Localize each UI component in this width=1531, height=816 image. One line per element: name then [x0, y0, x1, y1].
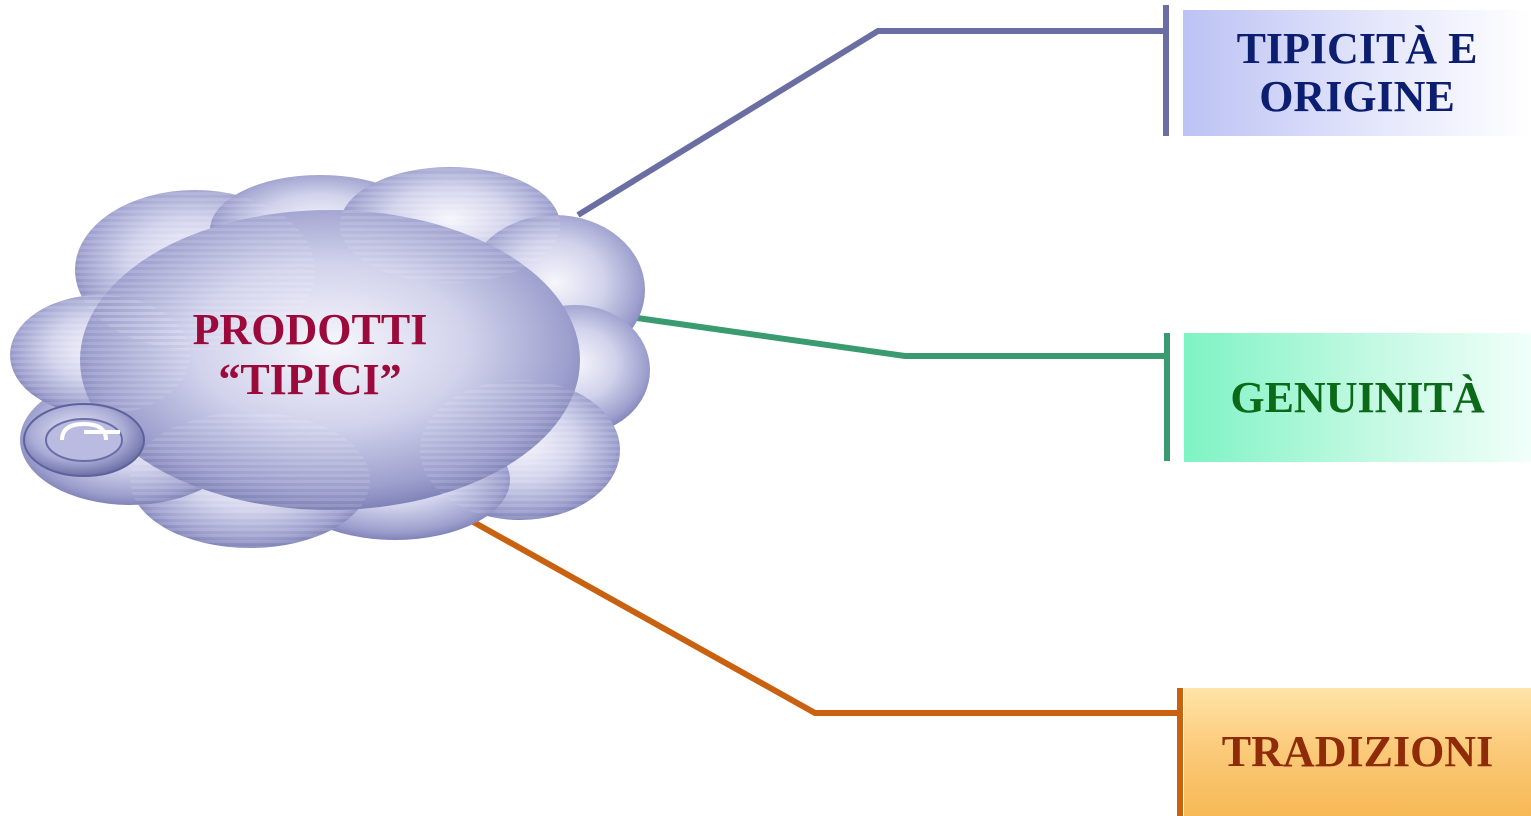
branch-box-genuinita: GENUINITÀ	[1184, 333, 1531, 462]
cloud-shape	[10, 167, 650, 548]
center-topic-label: PRODOTTI “TIPICI”	[130, 305, 490, 405]
branch-box-tipicita-origine: TIPICITÀ E ORIGINE	[1183, 10, 1531, 136]
connector-top	[576, 5, 1169, 218]
connector-mid	[629, 314, 1170, 461]
connector-bot	[432, 497, 1183, 816]
branch-top-line-2: ORIGINE	[1259, 72, 1455, 121]
branch-top-line-1: TIPICITÀ E	[1236, 24, 1478, 73]
branch-box-tradizioni: TRADIZIONI	[1184, 688, 1531, 816]
cycle-icon	[23, 403, 145, 477]
branch-bot-line-1: TRADIZIONI	[1221, 727, 1494, 776]
branch-mid-line-1: GENUINITÀ	[1230, 372, 1485, 422]
center-topic-line-2: “TIPICI”	[218, 355, 402, 404]
center-topic-line-1: PRODOTTI	[192, 305, 428, 354]
